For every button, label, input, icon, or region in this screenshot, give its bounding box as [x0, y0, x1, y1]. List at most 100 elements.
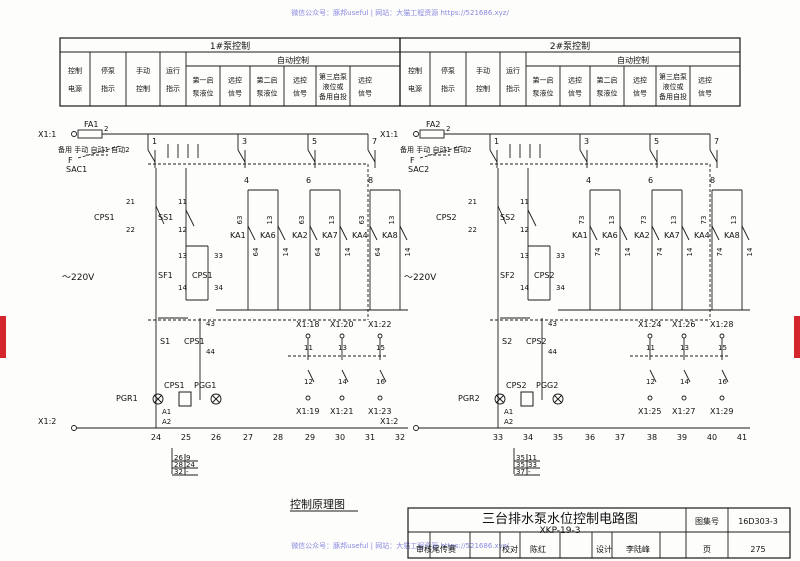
header-col-text: 第一启 — [533, 75, 554, 84]
design-label: 设计 — [596, 544, 612, 554]
relay-bot-no: 64 — [252, 247, 260, 256]
cps-lower-label: CPS2 — [526, 337, 547, 346]
atlas-label: 图集号 — [695, 516, 719, 526]
header-col-text: 信号 — [633, 89, 647, 98]
relay-top-no: 13 — [730, 216, 738, 225]
relay-top-no: 13 — [670, 216, 678, 225]
remote-terminal-label: X1:27 — [672, 407, 695, 416]
header-col-text: 控制 — [68, 66, 82, 75]
left-edge-tab — [0, 316, 6, 358]
cps-contact-label: CPS2 — [436, 213, 457, 222]
cps-lower-label: CPS1 — [184, 337, 205, 346]
switch-contact — [237, 149, 246, 163]
switch-contact — [579, 149, 588, 163]
terminal-number: 5 — [654, 137, 659, 146]
lamp-x — [495, 394, 505, 404]
wire-no: 12 — [178, 226, 187, 234]
header-col-text: 控制 — [136, 84, 150, 93]
contact-s-label: S2 — [502, 337, 512, 346]
stop-lamp-label: PGR1 — [116, 394, 138, 403]
run-lamp-label: PGG1 — [194, 381, 216, 390]
start-button-label: SF2 — [500, 271, 515, 280]
header-col-text: 第二启 — [597, 75, 618, 84]
auto-control-title: 自动控制 — [617, 55, 649, 65]
coil-terminal: A2 — [504, 418, 513, 426]
supply-terminal-label: X1:1 — [380, 130, 398, 139]
remote-terminal — [681, 333, 687, 339]
start-button-label: SF1 — [158, 271, 173, 280]
supply-terminal-label: X1:1 — [38, 130, 56, 139]
lamp-x — [553, 394, 563, 404]
relay-label: KA2 — [634, 231, 650, 240]
relay-top-no: 13 — [388, 216, 396, 225]
relay-top-no: 73 — [700, 216, 708, 225]
relay-contact — [369, 225, 378, 241]
wire-no: 14 — [520, 284, 529, 292]
checker-name: 陈红 — [530, 544, 546, 554]
wire-no: 43 — [548, 320, 557, 328]
remote-contact — [341, 369, 349, 383]
remote-terminal-label: X1:26 — [672, 320, 695, 329]
xref-text: 9 — [186, 454, 190, 462]
xref-text: 24 — [186, 461, 195, 469]
remote-terminal-label: X1:19 — [296, 407, 319, 416]
remote-top-no: 11 — [646, 344, 655, 352]
relay-label: KA7 — [322, 231, 338, 240]
relay-contact — [277, 225, 286, 241]
column-number: 24 — [151, 433, 161, 442]
remote-bot-no: 14 — [680, 378, 689, 386]
contact — [497, 205, 507, 225]
remote-top-no: 15 — [718, 344, 727, 352]
wire-no: 21 — [468, 198, 477, 206]
remote-terminal — [377, 333, 383, 339]
header-col-text: 第一启 — [193, 75, 214, 84]
watermark-bottom: 微信公众号：豚邦useful | 网站：大猫工程资源 https://52168… — [291, 542, 509, 550]
remote-terminal — [305, 333, 311, 339]
relay-contact — [247, 225, 256, 241]
contact — [155, 205, 165, 225]
header-col-text: 泵液位 — [533, 89, 554, 98]
remote-bot-no: 12 — [304, 378, 313, 386]
neutral-terminal — [413, 425, 419, 431]
column-number: 26 — [211, 433, 221, 442]
wire-no: 44 — [548, 348, 557, 356]
remote-contact — [379, 369, 387, 383]
relay-contact — [681, 225, 690, 241]
wire-no: 22 — [468, 226, 477, 234]
header-col-text: 远控 — [228, 75, 242, 84]
terminal-number: 7 — [714, 137, 719, 146]
contactor-coil — [178, 391, 192, 407]
contactor-coil — [520, 391, 534, 407]
remote-contact — [721, 369, 729, 383]
header-col-text: 远控 — [358, 75, 372, 84]
switch-symbol-label: F — [410, 156, 415, 165]
wire-no: 11 — [520, 198, 529, 206]
relay-label: KA2 — [292, 231, 308, 240]
wire-no: 8 — [368, 176, 373, 185]
column-number: 34 — [523, 433, 533, 442]
wire-no: 34 — [214, 284, 223, 292]
contactor-label: CPS2 — [506, 381, 527, 390]
remote-terminal-label: X1:21 — [330, 407, 353, 416]
xref-text: 35 — [516, 454, 525, 462]
wire-no: 6 — [306, 176, 311, 185]
header-col-text: 信号 — [358, 89, 372, 98]
column-number: 32 — [395, 433, 405, 442]
remote-terminal — [339, 395, 345, 401]
relay-contact — [399, 225, 408, 241]
header-col-text: 控制 — [408, 66, 422, 75]
header-col-text: 远控 — [633, 75, 647, 84]
relay-label: KA1 — [572, 231, 588, 240]
right-edge-tab — [794, 316, 800, 358]
switch-symbol-label: F — [68, 156, 73, 165]
contact — [185, 209, 195, 227]
remote-bot-no: 14 — [338, 378, 347, 386]
column-number: 35 — [553, 433, 563, 442]
cps-aux-label: CPS1 — [192, 271, 213, 280]
relay-bot-no: 74 — [656, 247, 664, 256]
wire-no: 4 — [244, 176, 249, 185]
header-col-text: 液位或 — [663, 82, 684, 91]
voltage-label: ～220V — [62, 273, 95, 283]
review-label: 审核 — [416, 544, 432, 554]
switch-linkage — [77, 145, 121, 159]
